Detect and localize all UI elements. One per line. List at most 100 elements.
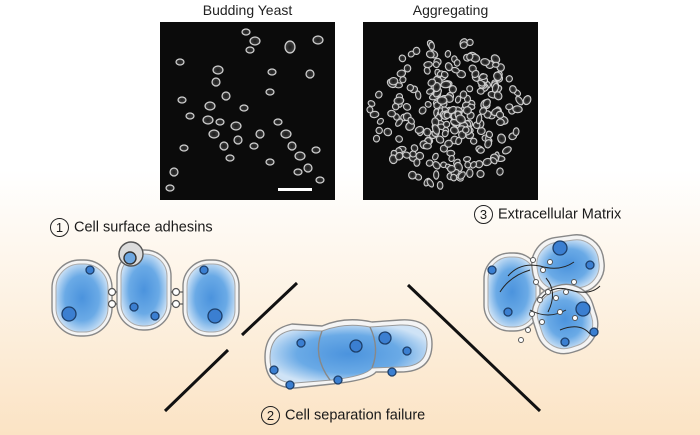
aggregating-cell xyxy=(446,164,456,173)
adhesin-nuclei xyxy=(61,265,223,324)
aggregating-cell xyxy=(415,90,422,100)
aggregating-cell xyxy=(496,167,504,176)
aggregating-cell xyxy=(512,105,523,114)
aggregating-cell xyxy=(478,73,488,81)
aggregating-cell xyxy=(449,126,459,135)
aggregating-cells xyxy=(366,38,532,190)
matrix-nuclei xyxy=(487,240,599,347)
aggregating-cell xyxy=(418,106,427,115)
aggregating-cell xyxy=(422,142,432,150)
aggregating-cell xyxy=(476,169,485,178)
aggregating-cell xyxy=(433,170,440,180)
aggregating-cell xyxy=(490,54,501,64)
aggregating-cell xyxy=(509,85,517,94)
aggregating-cell xyxy=(470,137,478,145)
aggregating-cell xyxy=(425,159,434,167)
aggregating-cell xyxy=(402,151,411,159)
aggregating-cell xyxy=(375,90,383,99)
aggregating-cell xyxy=(407,116,415,125)
aggregating-cell xyxy=(448,85,457,94)
aggregating-cell xyxy=(451,66,460,74)
adhesin-connectors xyxy=(107,287,183,309)
aggregating-cell xyxy=(470,161,477,169)
extracellular-matrix-text: Extracellular Matrix xyxy=(498,206,622,223)
aggregating-cell xyxy=(462,106,472,115)
divider-line-right xyxy=(406,283,542,413)
aggregating-cell xyxy=(393,96,405,105)
aggregating-cell xyxy=(485,130,494,139)
divider-line-left-lower xyxy=(163,348,230,413)
aggregating-cell xyxy=(466,52,474,61)
matrix-particles xyxy=(518,257,578,343)
aggregating-cell xyxy=(395,135,404,143)
aggregating-cell xyxy=(424,101,432,108)
aggregating-cell xyxy=(502,146,512,155)
aggregating-cell xyxy=(462,126,470,134)
aggregating-cell xyxy=(444,62,453,72)
aggregating-cell xyxy=(414,125,425,134)
aggregating-cell xyxy=(484,139,493,149)
aggregating-cell xyxy=(432,161,441,170)
aggregating-cell xyxy=(432,61,440,69)
aggregating-cell xyxy=(402,103,412,111)
aggregating-cell xyxy=(475,113,483,125)
aggregating-cell xyxy=(399,76,407,84)
aggregating-cell xyxy=(398,54,407,63)
number-1-circle: 1 xyxy=(50,218,69,237)
aggregating-cell xyxy=(383,127,393,137)
aggregating-cell xyxy=(391,102,400,111)
aggregating-cell xyxy=(466,168,474,178)
mechanism-3-label: 3 Extracellular Matrix xyxy=(474,205,621,224)
aggregating-cell xyxy=(372,134,381,143)
aggregating-cell xyxy=(450,173,458,182)
aggregating-cell xyxy=(515,95,524,106)
aggregating-cell xyxy=(436,96,448,105)
aggregating-cell xyxy=(388,76,399,86)
cell-separation-failure-text: Cell separation failure xyxy=(285,407,426,424)
aggregating-cell xyxy=(440,70,449,79)
divider-line-left-upper xyxy=(240,281,299,337)
aggregating-cell xyxy=(423,61,433,69)
aggregating-cell xyxy=(408,170,417,180)
aggregating-cell xyxy=(428,41,435,51)
aggregating-cell xyxy=(432,124,440,135)
aggregating-cell xyxy=(490,157,498,165)
aggregating-cell xyxy=(457,171,466,180)
aggregating-cell xyxy=(459,41,468,49)
budding-yeast-micrograph xyxy=(160,22,335,200)
aggregating-cell xyxy=(453,59,461,67)
matrix-fibers xyxy=(499,261,601,335)
aggregating-cell xyxy=(505,75,513,83)
aggregating-cell xyxy=(406,83,415,92)
aggregating-cell xyxy=(491,82,499,93)
aggregating-cell xyxy=(454,95,462,104)
aggregating-cell xyxy=(448,154,455,163)
aggregating-title: Aggregating xyxy=(412,2,489,18)
aggregating-micrograph xyxy=(363,22,538,200)
aggregating-cell xyxy=(444,50,452,58)
aggregating-cell xyxy=(505,103,514,111)
matrix-cells xyxy=(483,234,605,355)
aggregating-cell xyxy=(413,158,421,167)
aggregating-cell xyxy=(493,91,503,101)
aggregating-cell xyxy=(455,114,466,124)
aggregating-cell xyxy=(482,98,491,108)
aggregating-cell xyxy=(493,71,503,82)
aggregating-cell xyxy=(492,61,500,68)
budding-yeast-cells xyxy=(165,28,325,192)
scale-bar xyxy=(278,188,312,191)
cell-surface-adhesins-text: Cell surface adhesins xyxy=(74,219,213,236)
aggregating-cell xyxy=(441,129,449,138)
number-2-circle: 2 xyxy=(261,406,280,425)
separation-failure-nuclei xyxy=(269,331,412,390)
mechanism-1-label: 1 Cell surface adhesins xyxy=(50,218,213,237)
aggregating-cell xyxy=(376,117,384,125)
aggregating-cell xyxy=(366,106,374,114)
aggregating-cell xyxy=(395,118,403,127)
aggregating-cell xyxy=(477,79,486,87)
aggregating-cell xyxy=(476,147,485,154)
number-3-circle: 3 xyxy=(474,205,493,224)
aggregating-cell xyxy=(387,109,396,118)
aggregating-cell xyxy=(480,58,490,66)
aggregating-cell xyxy=(410,144,419,152)
